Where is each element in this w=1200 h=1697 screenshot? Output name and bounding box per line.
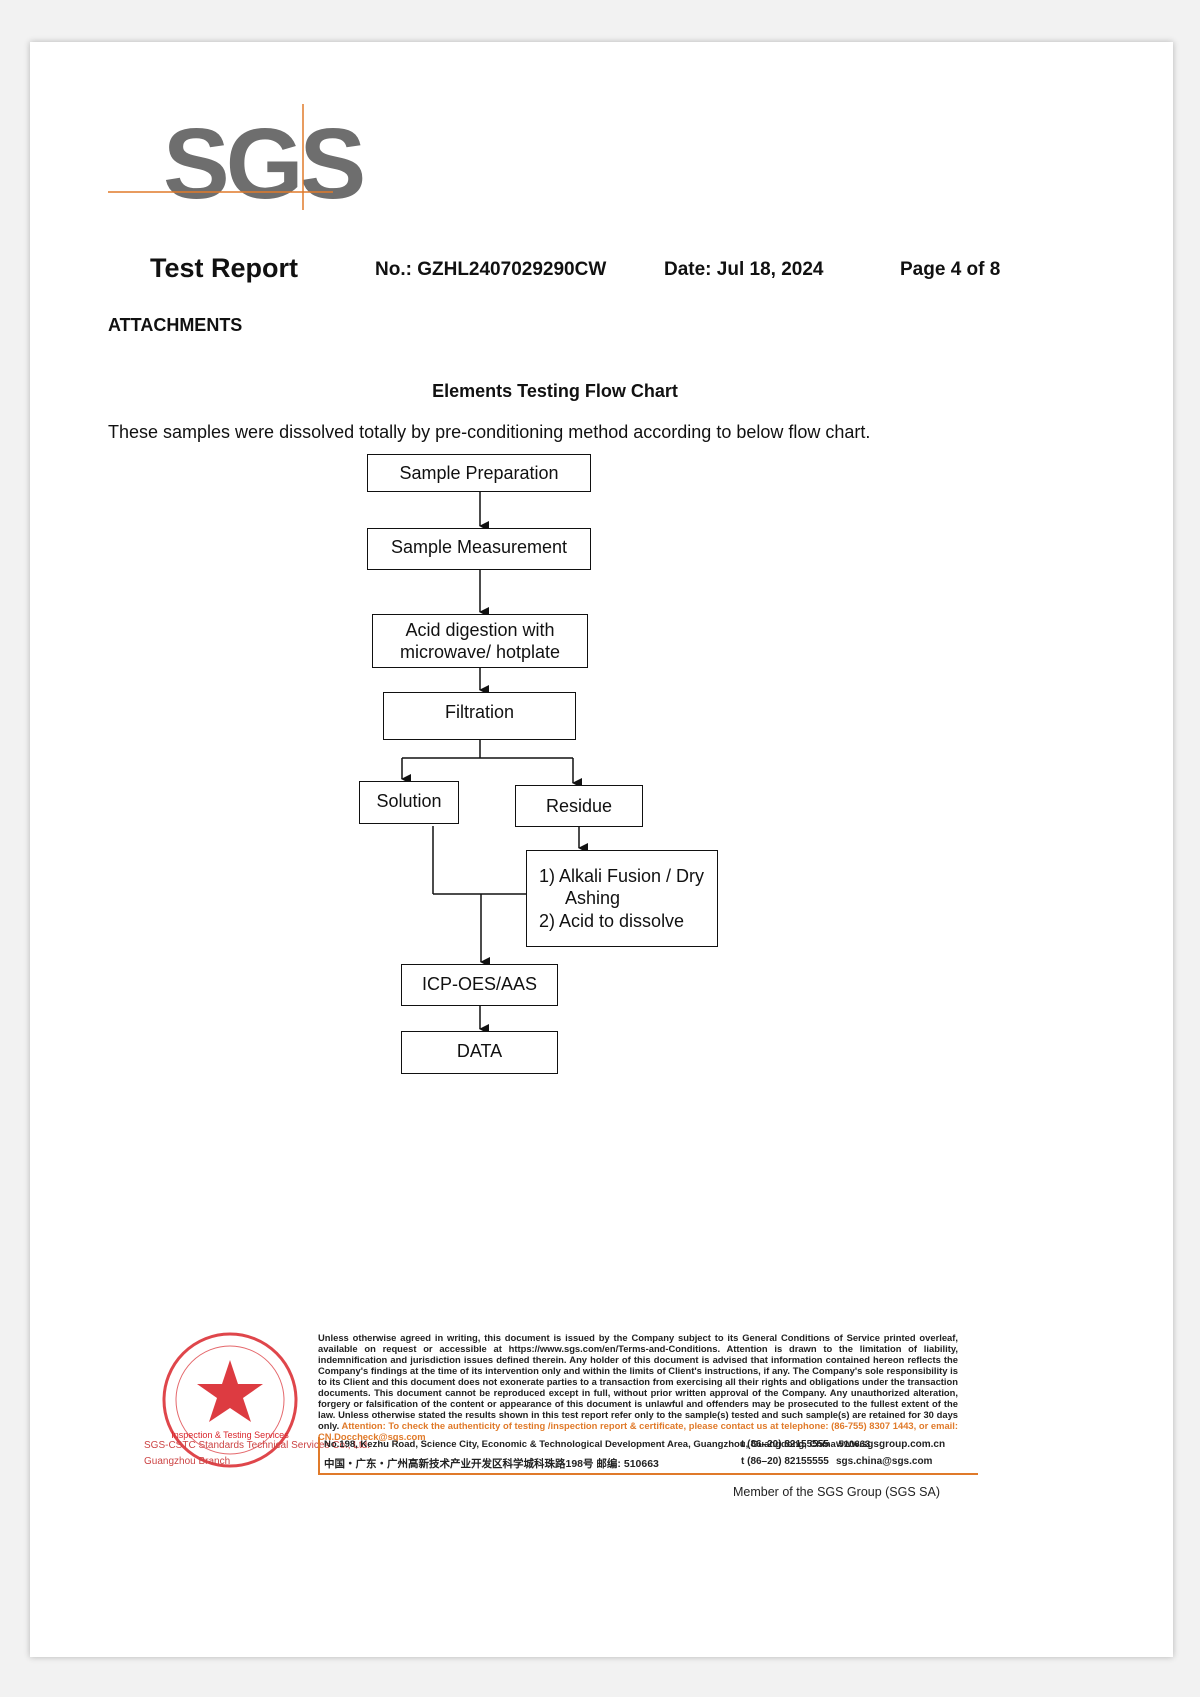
flow-connectors — [401, 492, 588, 1034]
telephone-2: t (86–20) 82155555 — [741, 1456, 829, 1467]
telephone-1: t (86–20) 82155555 — [741, 1439, 829, 1450]
box-alkali-line1: 1) Alkali Fusion / Dry — [539, 865, 705, 886]
box-data-label: DATA — [456, 1041, 503, 1061]
address-cn: 中国・广东・广州高新技术产业开发区科学城科珠路198号 邮编: 510663 — [324, 1458, 659, 1470]
box-acid-line2: microwave/ hotplate — [399, 642, 561, 662]
seal-caption-1: SGS-CSTC Standards Technical Services Co… — [144, 1440, 371, 1451]
flow-chart-title: Elements Testing Flow Chart — [432, 381, 678, 401]
report-number: No.: GZHL2407029290CW — [375, 259, 607, 280]
report-date: Date: Jul 18, 2024 — [664, 259, 824, 280]
box-data: DATA — [401, 1031, 558, 1074]
box-residue: Residue — [515, 785, 643, 827]
page-number: Page 4 of 8 — [900, 259, 1001, 280]
box-alkali-line3: 2) Acid to dissolve — [539, 910, 685, 931]
box-icp-label: ICP-OES/AAS — [421, 974, 538, 994]
box-residue-label: Residue — [545, 795, 613, 816]
footer-orange-rule — [318, 1473, 978, 1475]
footer-address-divider — [318, 1437, 320, 1473]
box-sample-measurement-label: Sample Measurement — [390, 537, 568, 557]
disclaimer-text: Unless otherwise agreed in writing, this… — [318, 1332, 958, 1431]
seal-caption-2: Guangzhou Branch — [144, 1456, 231, 1467]
box-alkali-line2: Ashing — [565, 888, 621, 909]
box-filtration: Filtration — [383, 692, 576, 740]
member-of-sgs-group: Member of the SGS Group (SGS SA) — [733, 1485, 941, 1499]
box-acid-line1: Acid digestion with — [405, 619, 555, 640]
company-seal-stamp: Inspection & Testing Services — [162, 1332, 298, 1468]
box-sample-measurement: Sample Measurement — [367, 528, 591, 570]
report-page: SGS Test Report No.: GZHL2407029290CW Da… — [30, 42, 1173, 1657]
logo-crosshair-lines — [108, 104, 333, 210]
box-icp-oes-aas: ICP-OES/AAS — [401, 964, 558, 1006]
website-link[interactable]: www.sgsgroup.com.cn — [836, 1439, 946, 1450]
intro-text: These samples were dissolved totally by … — [108, 422, 871, 442]
footer-disclaimer: Unless otherwise agreed in writing, this… — [318, 1332, 958, 1442]
box-sample-preparation-label: Sample Preparation — [399, 462, 559, 483]
attention-text[interactable]: Attention: To check the authenticity of … — [318, 1420, 958, 1442]
box-solution-label: Solution — [376, 791, 442, 811]
box-sample-preparation: Sample Preparation — [367, 454, 591, 492]
section-heading: ATTACHMENTS — [108, 315, 243, 335]
box-solution: Solution — [359, 781, 459, 824]
address-en: No.198, Kezhu Road, Science City, Econom… — [324, 1439, 871, 1450]
report-title: Test Report — [150, 253, 299, 283]
box-acid-digestion: Acid digestion with microwave/ hotplate — [372, 614, 588, 668]
sgs-logo: SGS — [163, 108, 366, 220]
box-filtration-label: Filtration — [444, 702, 515, 722]
email-link[interactable]: sgs.china@sgs.com — [836, 1456, 933, 1467]
box-alkali-fusion: 1) Alkali Fusion / Dry Ashing 2) Acid to… — [526, 850, 718, 947]
svg-text:Inspection & Testing Services: Inspection & Testing Services — [171, 1430, 289, 1440]
